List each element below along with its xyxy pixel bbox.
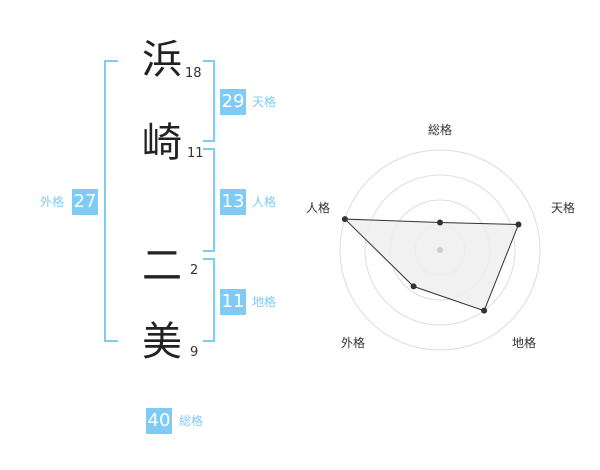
radar-axis-label-soukaku: 総格 (428, 123, 453, 137)
tenkaku-bracket (203, 60, 215, 142)
stroke-count-3: 2 (190, 263, 199, 278)
jinkaku-bracket (203, 148, 215, 252)
soukaku-value-badge: 40 (146, 408, 172, 434)
chikaku-label: 地格 (252, 295, 277, 309)
radar-point (410, 283, 417, 290)
stroke-count-1: 18 (185, 66, 202, 81)
radar-axis-label-gaikaku: 外格 (341, 336, 366, 350)
radar-axis-label-chikaku: 地格 (512, 336, 537, 350)
radar-axis-label-tenkaku: 天格 (551, 201, 576, 215)
radar-point (341, 216, 348, 223)
jinkaku-label: 人格 (252, 195, 277, 209)
jinkaku-value-badge: 13 (220, 189, 246, 215)
radar-center-dot (437, 247, 443, 253)
radar-grid-ring (339, 149, 541, 351)
radar-point (515, 221, 522, 228)
radar-grid-ring (364, 174, 516, 326)
radar-point (437, 219, 443, 226)
gaikaku-bracket (104, 60, 118, 342)
name-char-4: 美 (142, 319, 182, 365)
stroke-count-2: 11 (187, 146, 204, 161)
gaikaku-value-badge: 27 (72, 189, 98, 215)
tenkaku-label: 天格 (252, 95, 277, 109)
name-char-3: 二 (142, 243, 182, 289)
gaikaku-label: 外格 (40, 195, 65, 209)
chikaku-value-badge: 11 (220, 289, 246, 315)
stroke-count-4: 9 (190, 345, 199, 360)
name-char-2: 崎 (142, 120, 182, 166)
name-char-1: 浜 (142, 37, 182, 83)
radar-points (341, 216, 522, 314)
radar-polygon (343, 218, 520, 312)
chikaku-bracket (203, 258, 215, 342)
soukaku-label: 総格 (179, 414, 204, 428)
tenkaku-value-badge: 29 (220, 89, 246, 115)
radar-axis-label-jinkaku: 人格 (306, 201, 331, 215)
radar-point (481, 307, 488, 314)
